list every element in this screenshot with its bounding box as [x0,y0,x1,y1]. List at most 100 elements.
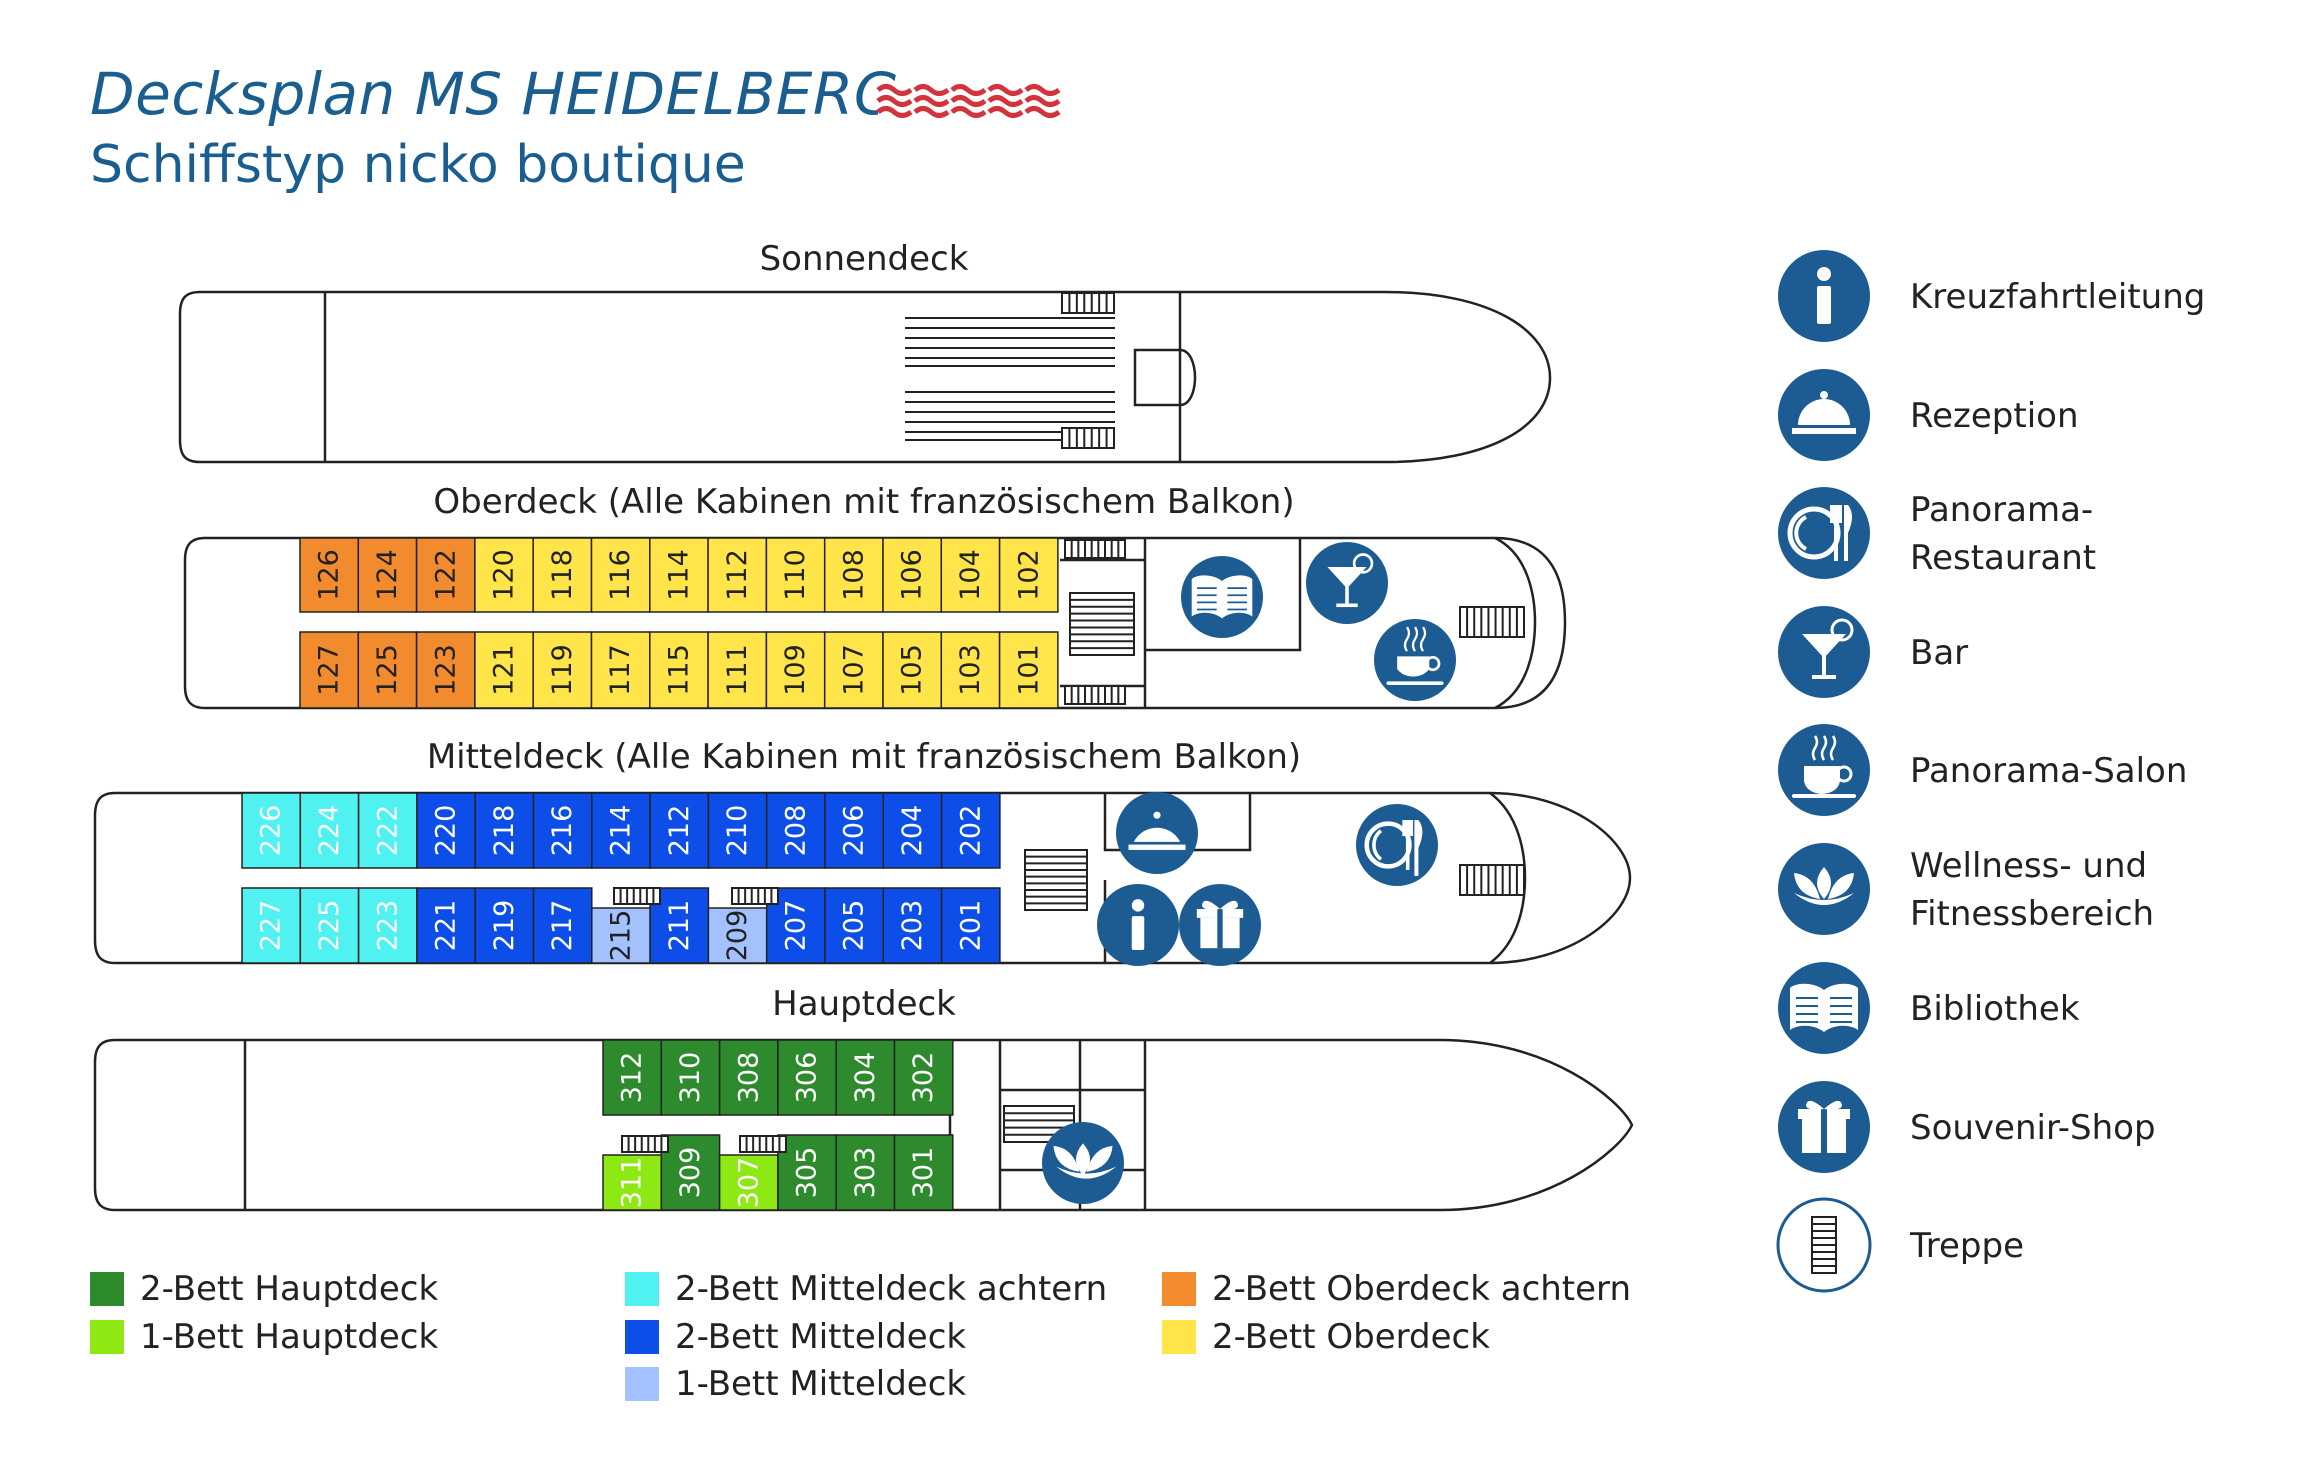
cabin-307[interactable]: 307 [718,1154,779,1211]
cabin-309[interactable]: 309 [660,1134,721,1211]
cabin-212[interactable]: 212 [649,792,710,869]
cabin-205[interactable]: 205 [824,887,885,964]
cabin-225[interactable]: 225 [299,887,360,964]
cabin-121[interactable]: 121 [474,631,534,709]
cabin-202[interactable]: 202 [940,792,1001,869]
cabin-311[interactable]: 311 [602,1154,663,1211]
cabin-112[interactable]: 112 [707,537,768,613]
restaurant-icon [1356,804,1438,886]
cabin-224[interactable]: 224 [299,792,360,869]
cabin-number: 114 [663,549,694,601]
cabin-number: 106 [897,549,928,601]
cabin-number: 122 [430,549,461,601]
icon-legend-item: Bar [1778,606,1968,698]
cabin-number: 102 [1013,549,1044,601]
cabin-204[interactable]: 204 [882,792,943,869]
cabin-220[interactable]: 220 [416,792,476,869]
cabin-310[interactable]: 310 [660,1039,721,1116]
cabin-306[interactable]: 306 [777,1039,837,1116]
cabin-number: 103 [955,644,986,696]
icon-legend-label: Treppe [1909,1226,2024,1266]
oberdeck-label: Oberdeck (Alle Kabinen mit französischem… [433,482,1294,522]
cabin-105[interactable]: 105 [882,631,943,709]
cabin-203[interactable]: 203 [882,887,943,964]
cabin-number: 206 [839,805,870,857]
cabin-103[interactable]: 103 [940,631,1001,709]
icon-legend-item: Panorama-Salon [1778,724,2187,816]
cabin-219[interactable]: 219 [474,887,535,964]
cabin-215[interactable]: 215 [591,907,651,964]
cabin-108[interactable]: 108 [823,537,884,613]
stairs-icon [1064,685,1126,705]
legend-item-oberdeck_2bett: 2-Bett Oberdeck [1162,1317,1490,1357]
cabin-208[interactable]: 208 [765,792,826,869]
gift-icon [1179,884,1261,966]
wave-rating [876,84,1061,118]
cabin-number: 123 [430,644,461,696]
cabin-201[interactable]: 201 [940,887,1001,964]
cabin-118[interactable]: 118 [532,537,593,613]
cabin-127[interactable]: 127 [299,631,360,709]
cabin-number: 205 [839,900,870,952]
cabin-number: 108 [838,549,869,601]
icon-legend-label: Rezeption [1910,396,2079,436]
cabin-101[interactable]: 101 [998,631,1059,709]
legend-item-mitteldeck_achtern: 2-Bett Mitteldeck achtern [625,1269,1107,1309]
wave-rating-icon [876,84,913,118]
cabin-214[interactable]: 214 [591,792,651,869]
cabin-number: 211 [664,900,695,952]
cocktail-icon [1778,606,1870,698]
cabin-number: 111 [722,644,753,696]
cabin-110[interactable]: 110 [765,537,826,613]
cabin-221[interactable]: 221 [416,887,476,964]
cabin-226[interactable]: 226 [241,792,302,869]
cabin-number: 223 [372,900,403,952]
stairs-icon [613,887,661,905]
cabin-227[interactable]: 227 [241,887,302,964]
cabin-301[interactable]: 301 [893,1134,954,1211]
cabin-number: 119 [547,644,578,696]
cabin-216[interactable]: 216 [532,792,593,869]
cabin-303[interactable]: 303 [835,1134,896,1211]
cabin-217[interactable]: 217 [532,887,593,964]
cabin-120[interactable]: 120 [474,537,534,613]
cabin-number: 124 [372,549,403,601]
cabin-109[interactable]: 109 [765,631,826,709]
cabin-302[interactable]: 302 [893,1039,954,1116]
stairs-icon [1459,606,1525,638]
cabin-312[interactable]: 312 [602,1039,663,1116]
wave-rating-icon [913,84,950,118]
cabin-305[interactable]: 305 [777,1134,837,1211]
cabin-number: 104 [955,549,986,601]
cabin-222[interactable]: 222 [357,792,418,869]
cabin-122[interactable]: 122 [415,537,476,613]
cabin-116[interactable]: 116 [590,537,651,613]
cabin-206[interactable]: 206 [824,792,885,869]
cabin-223[interactable]: 223 [357,887,418,964]
cabin-114[interactable]: 114 [649,537,709,613]
cabin-209[interactable]: 209 [707,907,768,964]
cabin-126[interactable]: 126 [299,537,360,613]
cabin-210[interactable]: 210 [707,792,768,869]
restaurant-icon [1778,487,1870,579]
cabin-106[interactable]: 106 [882,537,943,613]
cabin-308[interactable]: 308 [718,1039,779,1116]
sonnendeck-hull [178,290,1552,464]
cabin-117[interactable]: 117 [590,631,651,709]
cabin-115[interactable]: 115 [649,631,709,709]
cabin-107[interactable]: 107 [823,631,884,709]
cabin-number: 224 [314,805,345,857]
cabin-304[interactable]: 304 [835,1039,896,1116]
cabin-123[interactable]: 123 [415,631,476,709]
cabin-111[interactable]: 111 [707,631,768,709]
cabin-104[interactable]: 104 [940,537,1001,613]
legend-label: 1-Bett Hauptdeck [140,1317,438,1357]
cabin-218[interactable]: 218 [474,792,535,869]
cabin-124[interactable]: 124 [357,537,418,613]
cabin-125[interactable]: 125 [357,631,418,709]
stairs [613,539,1525,1153]
cabin-number: 227 [256,900,287,952]
cabin-119[interactable]: 119 [532,631,593,709]
cabin-102[interactable]: 102 [998,537,1059,613]
